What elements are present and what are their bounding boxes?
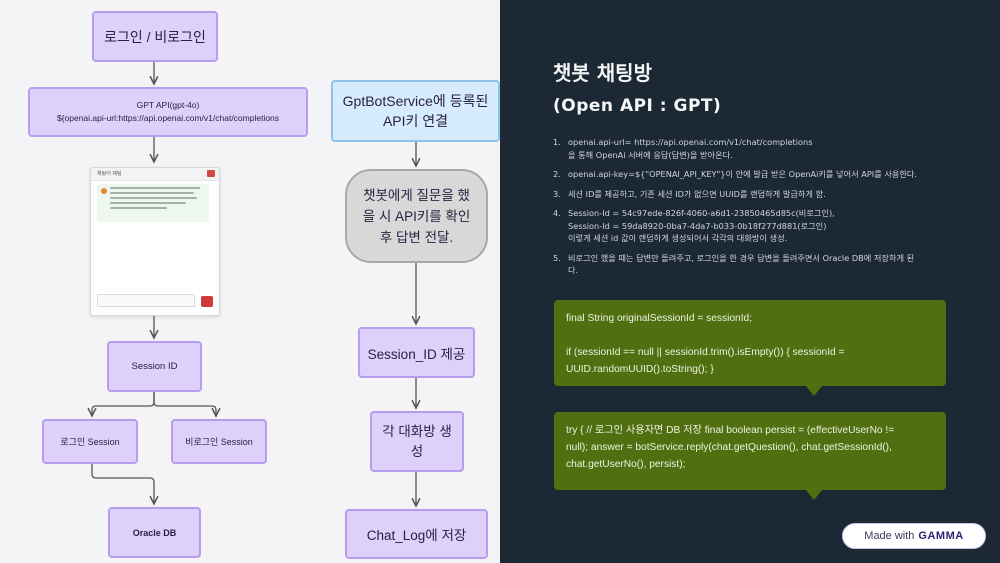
code-session-text: final String originalSessionId = session…	[566, 313, 845, 375]
api-key-check-label: 챗봇에게 질문을 했을 시 API키를 확인 후 답변 전달.	[362, 187, 471, 245]
session-id-node: Session ID	[107, 341, 202, 392]
list-item-text: 세션 ID를 제공하고, 기존 세션 ID가 없으면 UUID를 랜덤하게 발급…	[568, 188, 826, 199]
room-create-label: 각 대화방 생성	[382, 423, 452, 459]
made-with-gamma-badge[interactable]: Made with GAMMA	[842, 523, 986, 549]
chat-window-header: 채팅어 채팅	[91, 168, 219, 181]
gpt-api-node: GPT API(gpt-4o) ${openai.api-url:https:/…	[28, 87, 308, 137]
flow-diagram-panel: 로그인 / 비로그인 GPT API(gpt-4o) ${openai.api-…	[0, 0, 500, 563]
flow-arrows	[0, 62, 500, 563]
api-key-check-node: 챗봇에게 질문을 했을 시 API키를 확인 후 답변 전달.	[345, 169, 488, 263]
chat-input-field	[97, 294, 195, 307]
slide-subtitle: (Open API : GPT)	[553, 96, 722, 116]
code-card-persist: try { // 로그인 사용자면 DB 저장 final boolean pe…	[554, 412, 946, 490]
list-item-text: 비로그인 했을 때는 답변만 돌려주고, 로그인을 한 경우 답변을 돌려주면서…	[568, 252, 915, 276]
session-id-step-label: Session_ID 제공	[367, 346, 466, 362]
bot-avatar-icon	[101, 188, 107, 194]
message-text-lines	[110, 187, 205, 219]
code-card-session-tail	[806, 386, 822, 396]
oracle-db-node: Oracle DB	[108, 507, 201, 558]
list-item: 1.openai.api-url= https://api.openai.com…	[553, 137, 813, 160]
close-icon	[207, 170, 215, 177]
badge-prefix: Made with	[864, 530, 915, 542]
list-item: 5.비로그인 했을 때는 답변만 돌려주고, 로그인을 한 경우 답변을 돌려주…	[553, 252, 915, 276]
list-item: 2.openai.api-key=${"OPENAI_API_KEY"}이 안에…	[553, 169, 918, 179]
login-session-node: 로그인 Session	[42, 419, 138, 464]
gpt-api-url: ${openai.api-url:https://api.openai.com/…	[56, 113, 280, 123]
room-create-node: 각 대화방 생성	[370, 411, 464, 472]
login-session-label: 로그인 Session	[60, 437, 120, 447]
description-list: 1.openai.api-url= https://api.openai.com…	[553, 136, 948, 284]
oracle-db-label: Oracle DB	[132, 527, 177, 538]
list-item-text: openai.api-key=${"OPENAI_API_KEY"}이 안에 발…	[568, 169, 918, 179]
gamma-logo: GAMMA	[918, 530, 964, 542]
gpt-service-label: GptBotService에 등록된 API키 연결	[342, 93, 489, 129]
gpt-api-label: GPT API(gpt-4o)	[136, 100, 200, 110]
login-choice-node: 로그인 / 비로그인	[92, 11, 218, 62]
list-item-text: Session-Id = 54c97ede-826f-4060-a6d1-238…	[568, 208, 835, 243]
code-card-session: final String originalSessionId = session…	[554, 300, 946, 386]
chat-window-title: 채팅어 채팅	[97, 171, 122, 177]
login-choice-label: 로그인 / 비로그인	[104, 28, 206, 45]
slide-title: 챗봇 채팅방	[553, 61, 652, 85]
chat-window-preview: 채팅어 채팅	[90, 167, 220, 316]
bot-message-bubble	[97, 184, 209, 222]
guest-session-label: 비로그인 Session	[185, 437, 253, 447]
guest-session-node: 비로그인 Session	[171, 419, 267, 464]
session-id-step-node: Session_ID 제공	[358, 327, 475, 378]
session-id-label: Session ID	[131, 361, 178, 372]
gpt-service-node: GptBotService에 등록된 API키 연결	[331, 80, 500, 142]
code-persist-text: try { // 로그인 사용자면 DB 저장 final boolean pe…	[566, 425, 895, 470]
chatlog-save-label: Chat_Log에 저장	[366, 528, 467, 543]
chatlog-save-node: Chat_Log에 저장	[345, 509, 488, 559]
list-item: 3.세션 ID를 제공하고, 기존 세션 ID가 없으면 UUID를 랜덤하게 …	[553, 188, 826, 199]
code-card-persist-tail	[806, 490, 822, 500]
list-item: 4.Session-Id = 54c97ede-826f-4060-a6d1-2…	[553, 208, 835, 243]
send-button	[201, 296, 213, 307]
list-item-text: openai.api-url= https://api.openai.com/v…	[568, 137, 813, 160]
